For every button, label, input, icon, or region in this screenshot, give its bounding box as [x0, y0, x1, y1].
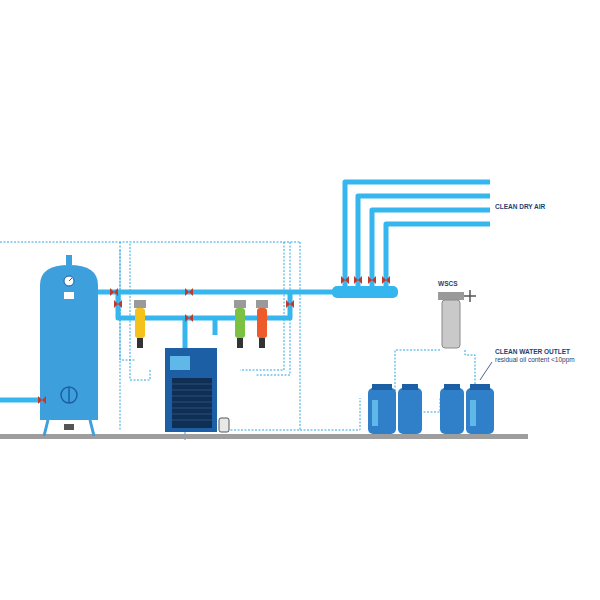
- water-separator-vessels: [368, 384, 494, 434]
- part-label: WSCS: [437, 280, 459, 287]
- leader-line: [480, 362, 492, 380]
- valves: [38, 276, 390, 404]
- refrigeration-dryer: [165, 348, 229, 432]
- separator-column: [438, 290, 476, 348]
- air-receiver-tank: [40, 255, 98, 436]
- drain-lines: [0, 242, 475, 440]
- floor: [0, 434, 528, 439]
- outlet-label: CLEAN DRY AIR: [494, 203, 546, 210]
- outlet-label: CLEAN WATER OUTLET: [494, 348, 571, 355]
- note-label: residual oil content <10ppm: [494, 356, 576, 363]
- manifold: [332, 286, 398, 298]
- filters: [134, 300, 268, 348]
